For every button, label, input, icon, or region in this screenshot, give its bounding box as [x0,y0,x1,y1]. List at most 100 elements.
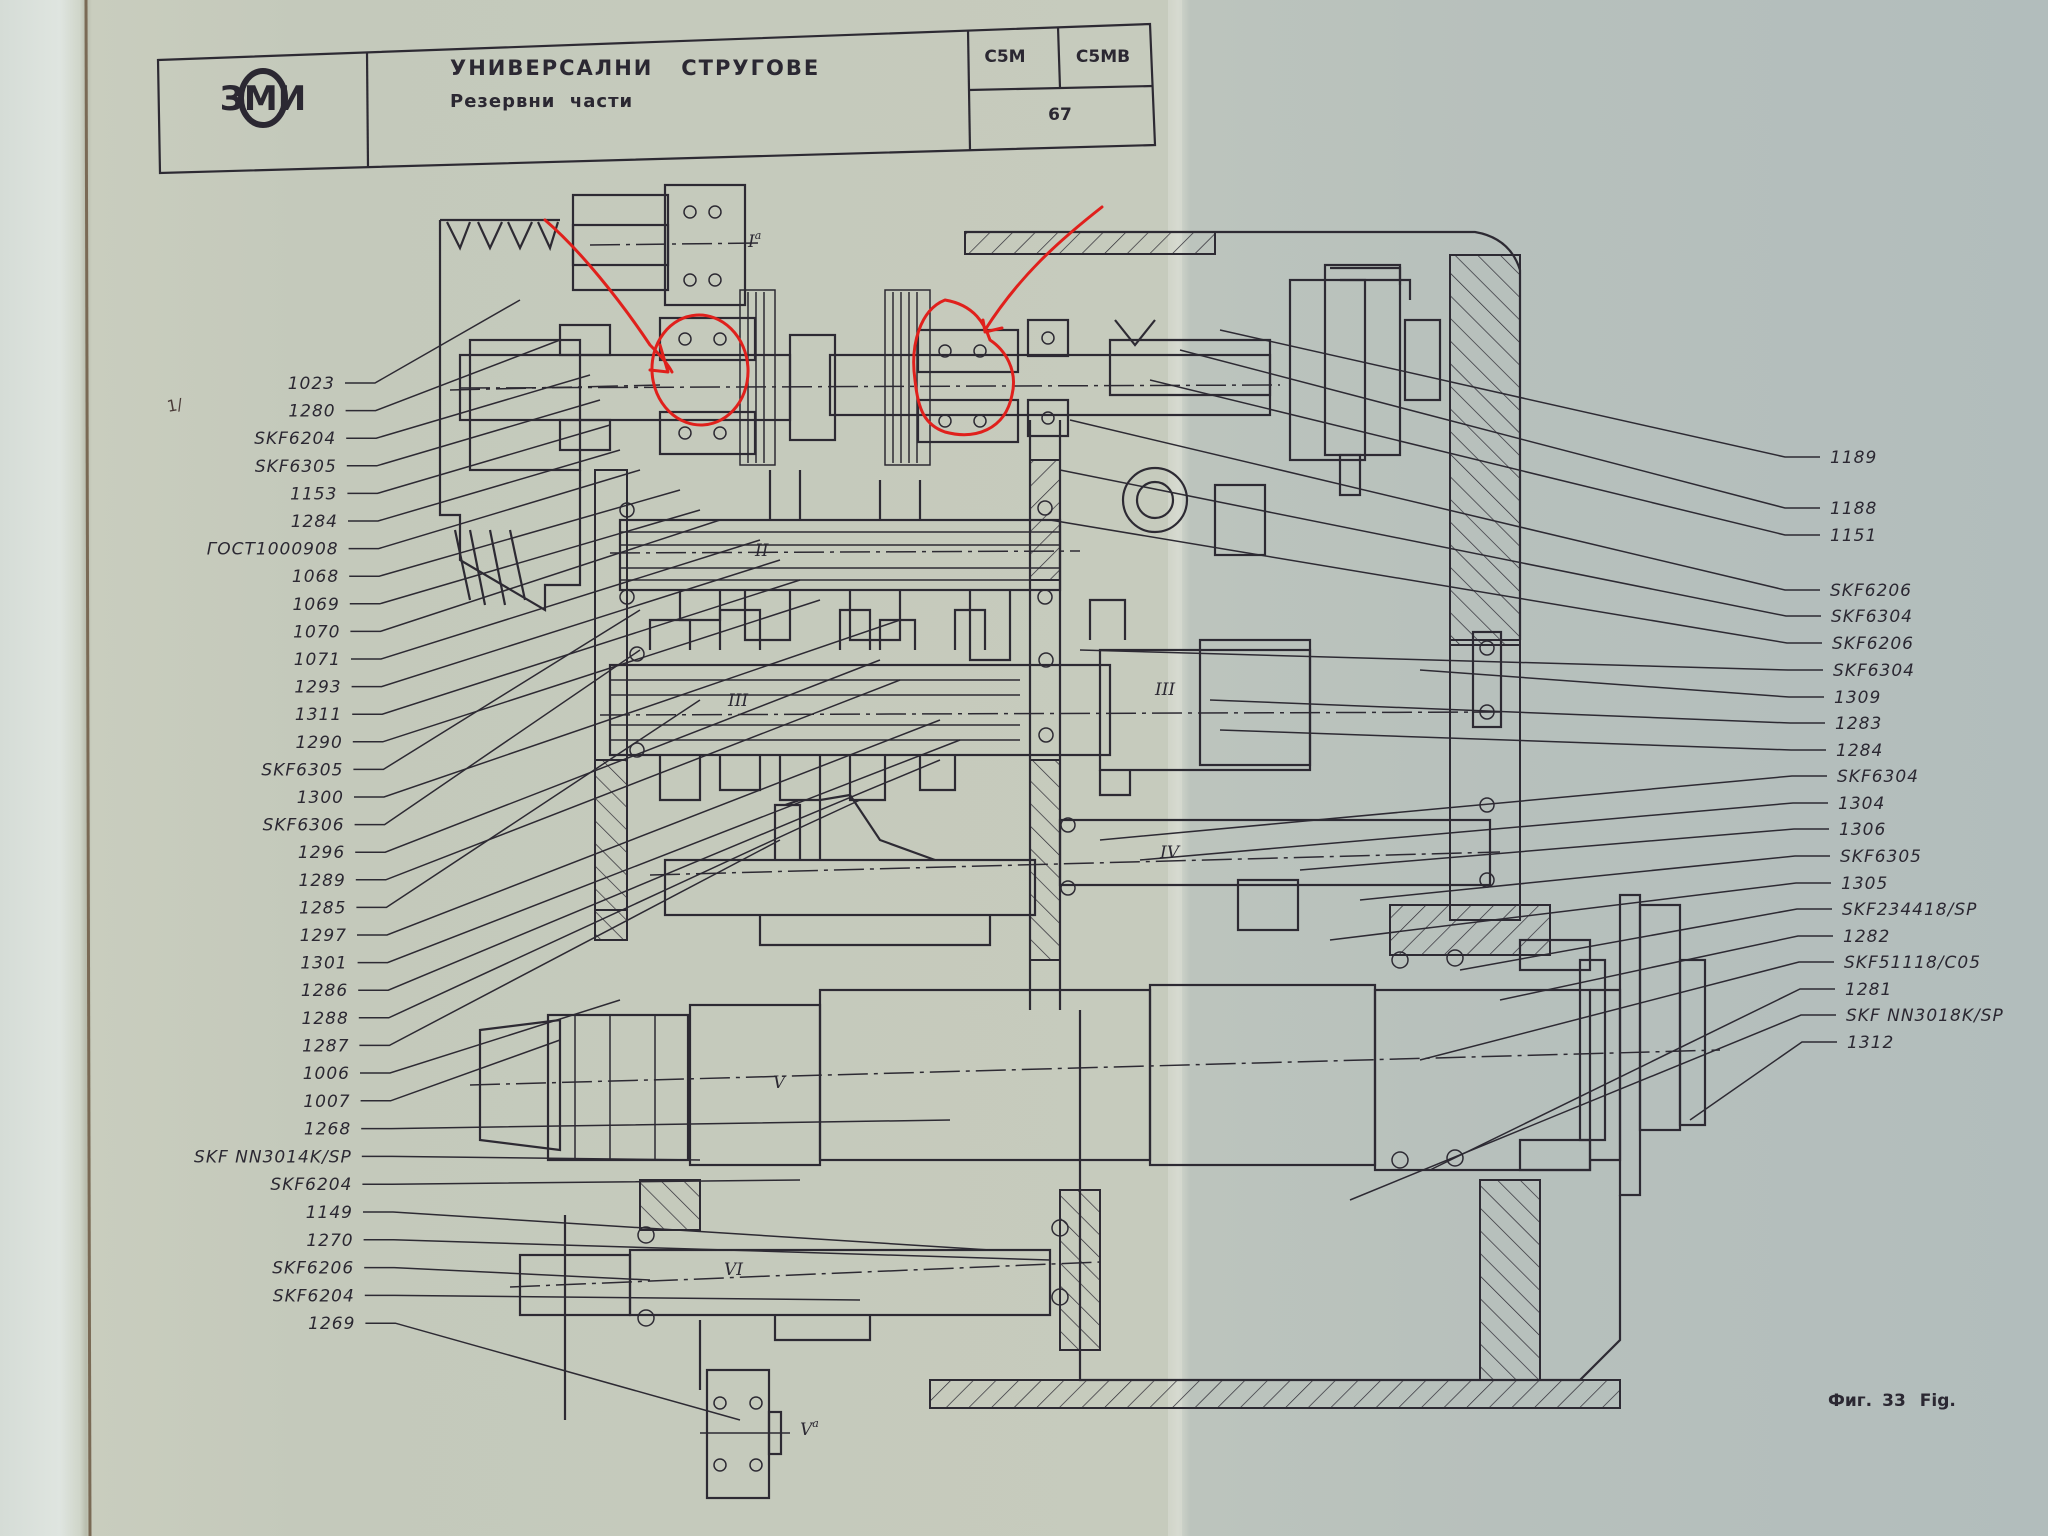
part-label: 1069 [293,595,340,615]
part-label: SKF6206 [272,1259,354,1279]
leader-line [358,799,861,1019]
leader-line [346,399,601,467]
leader-line [353,609,641,771]
leader-line [360,1039,561,1102]
part-label: 1297 [300,926,347,946]
annotation-arrow-right [981,205,1104,334]
leader-line [365,1322,741,1421]
leader-line [1049,519,1822,644]
part-label: 1189 [1830,448,1877,468]
leader-line [1209,699,1825,724]
leader-line [361,1119,951,1130]
document-title: УНИВЕРСАЛНИ СТРУГОВЕ [450,56,820,80]
model-c5mb: C5MB [1076,47,1130,67]
company-logo: ЗМИ [220,68,306,128]
part-label: 1281 [1845,980,1892,1000]
part-label: 1006 [303,1064,350,1084]
leader-line [362,1179,801,1185]
page-number: 67 [1048,105,1072,125]
leader-line [1689,1041,1837,1121]
part-label: 1188 [1830,499,1877,519]
leader-line [350,519,721,633]
leader-line [1499,935,1833,1001]
leader-line [355,659,881,853]
part-label: 1289 [299,871,346,891]
part-label: 1068 [292,567,339,587]
leader-line [1349,1014,1836,1201]
shaft-label-III-left: III [727,691,748,711]
annotation-circle-right [912,298,1015,437]
leader-line [364,1294,861,1301]
part-label: 1306 [1839,820,1886,840]
page-fold [1168,0,1182,1536]
leader-line [349,509,701,605]
spindle-V-assembly: V [469,893,1721,1197]
title-block: ЗМИ УНИВЕРСАЛНИ СТРУГОВЕ Резервни части … [156,22,1157,175]
part-label: SKF6206 [1832,634,1914,654]
leader-line [357,739,961,964]
part-label: 1268 [304,1120,351,1140]
shaft-label-III: III [1154,680,1175,700]
annotation-arrow-left [543,218,674,374]
part-label: SKF6305 [255,457,337,477]
part-label: SKF6304 [1837,767,1919,787]
part-label: SKF51118/C05 [1844,953,1981,973]
pulley [438,218,661,612]
leader-line [1149,379,1820,536]
shaft-label-V: V [773,1073,787,1093]
part-label: 1305 [1841,874,1888,894]
leader-line [1299,828,1829,871]
leader-line [359,839,781,1047]
leader-line [360,999,621,1074]
shaft-label-Ia: Ia [747,229,761,252]
margin-mark: 1/ [165,394,184,416]
part-label: 1023 [288,374,335,394]
part-label: SKF NN3014K/SP [194,1147,352,1167]
leader-line [1139,802,1828,861]
part-label: SKF6206 [1830,581,1912,601]
part-label: 1151 [1830,526,1877,546]
leader-line [1069,419,1820,591]
part-label: SKF6305 [1840,847,1922,867]
part-label: 1007 [303,1092,350,1112]
leader-line [351,559,781,688]
leader-line [348,449,621,522]
part-label: 1282 [1843,927,1890,947]
left-callouts: 10231280SKF6204SKF630511531284ГОСТ100090… [194,299,1051,1421]
leader-line [347,424,611,495]
leader-line [1459,908,1832,971]
part-label: 1300 [297,788,344,808]
part-label: SKF6306 [263,816,345,836]
leader-line [363,1239,1051,1261]
leader-line [355,679,901,881]
part-label: 1071 [294,650,341,670]
shaft-label-Va: Va [800,1417,819,1440]
part-label: SKF6204 [254,429,336,449]
part-label: SKF6204 [270,1175,352,1195]
gearbox-section: Ia [438,183,1721,1500]
leader-line [346,374,591,439]
part-label: 1312 [1847,1033,1894,1053]
part-label: 1309 [1834,688,1881,708]
shaft-label-II: II [754,541,769,561]
leader-line [351,539,761,660]
leader-line [349,489,681,577]
shaft-Va-assembly: Va [700,1368,819,1500]
leader-line [1419,669,1824,698]
leader-line [1219,729,1826,751]
shaft-label-IV: IV [1159,843,1181,863]
part-label: 1270 [306,1231,353,1251]
leader-line [1179,349,1820,509]
part-label: ГОСТ1000908 [207,540,339,560]
shaft-III-assembly: III III [599,598,1503,802]
shaft-IV-assembly: IV [649,793,1501,947]
leader-line [354,619,901,798]
leader-line [357,719,941,936]
leader-line [1059,469,1821,617]
part-label: SKF6304 [1831,607,1913,627]
part-label: SKF6304 [1833,661,1915,681]
leader-line [1099,775,1827,841]
part-label: 1269 [308,1314,355,1334]
